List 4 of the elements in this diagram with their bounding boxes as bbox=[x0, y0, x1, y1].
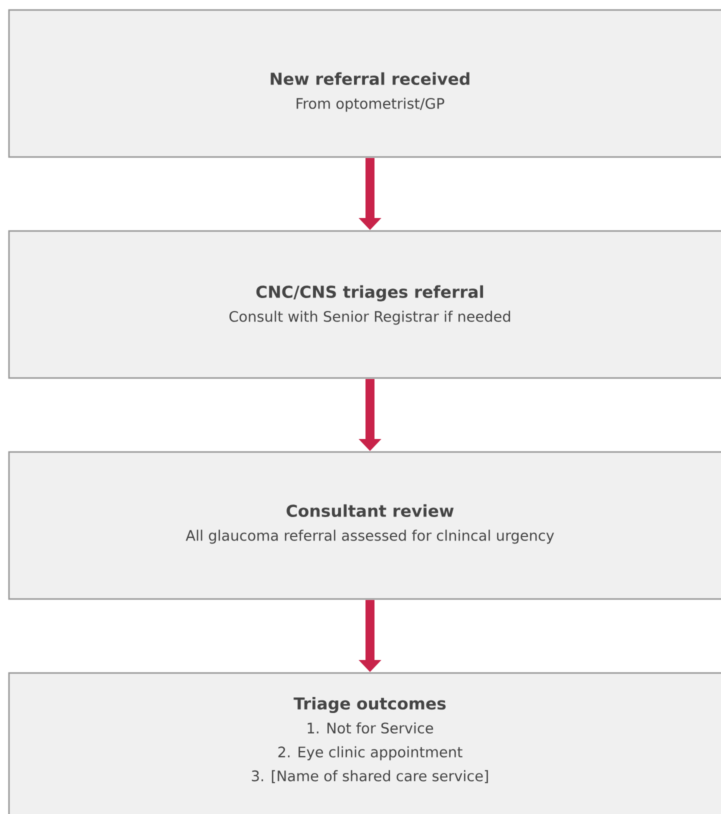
process-box: Consultant review All glaucoma referral assessed for clnincal urgency bbox=[8, 451, 721, 600]
process-box: CNC/CNS triages referral Consult with Senior Registrar if needed bbox=[8, 230, 721, 379]
process-box: Triage outcomes 1. Not for Service 2. Eye clinic appointment 3. [Name of shared care service] bbox=[8, 672, 721, 814]
process-box: New referral received From optometrist/GP bbox=[8, 9, 721, 158]
